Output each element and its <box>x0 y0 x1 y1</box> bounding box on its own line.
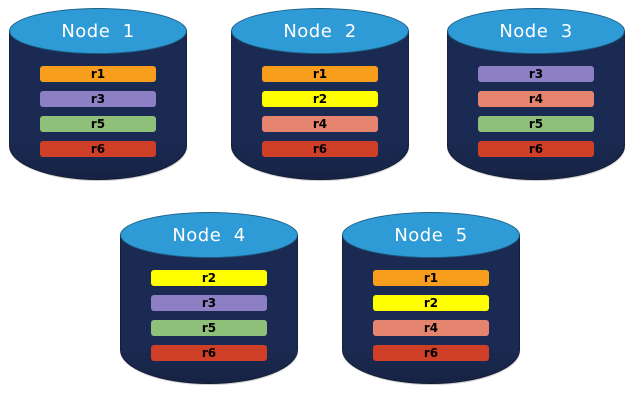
replica-bar-r4[interactable]: r4 <box>373 320 489 336</box>
replica-bar-r2[interactable]: r2 <box>373 295 489 311</box>
replica-bar-r6[interactable]: r6 <box>151 345 267 361</box>
replica-bar-r4[interactable]: r4 <box>478 91 594 107</box>
replica-bar-r3[interactable]: r3 <box>478 66 594 82</box>
database-node-5[interactable]: Node 5 r1 r2 r4 r6 <box>341 212 521 394</box>
node-cylinder-top <box>447 8 625 54</box>
replica-bar-r5[interactable]: r5 <box>478 116 594 132</box>
node-label: Node 4 <box>172 224 246 246</box>
replica-stack: r1 r2 r4 r6 <box>262 66 378 157</box>
node-cylinder-top <box>342 212 520 258</box>
node-label: Node 1 <box>61 20 135 42</box>
node-label: Node 3 <box>499 20 573 42</box>
replica-bar-r1[interactable]: r1 <box>262 66 378 82</box>
replica-bar-r6[interactable]: r6 <box>478 141 594 157</box>
replica-stack: r2 r3 r5 r6 <box>151 270 267 361</box>
replica-stack: r1 r2 r4 r6 <box>373 270 489 361</box>
replica-bar-r6[interactable]: r6 <box>40 141 156 157</box>
replica-bar-r6[interactable]: r6 <box>262 141 378 157</box>
replica-stack: r1 r3 r5 r6 <box>40 66 156 157</box>
node-cylinder-top <box>9 8 187 54</box>
replica-bar-r6[interactable]: r6 <box>373 345 489 361</box>
node-label: Node 5 <box>394 224 468 246</box>
replica-bar-r5[interactable]: r5 <box>40 116 156 132</box>
replica-bar-r5[interactable]: r5 <box>151 320 267 336</box>
replica-bar-r3[interactable]: r3 <box>40 91 156 107</box>
replica-bar-r2[interactable]: r2 <box>262 91 378 107</box>
database-node-4[interactable]: Node 4 r2 r3 r5 r6 <box>119 212 299 394</box>
replica-bar-r1[interactable]: r1 <box>373 270 489 286</box>
replica-bar-r1[interactable]: r1 <box>40 66 156 82</box>
replica-bar-r2[interactable]: r2 <box>151 270 267 286</box>
replica-bar-r4[interactable]: r4 <box>262 116 378 132</box>
replica-bar-r3[interactable]: r3 <box>151 295 267 311</box>
node-cylinder-top <box>120 212 298 258</box>
node-cylinder-top <box>231 8 409 54</box>
database-node-3[interactable]: Node 3 r3 r4 r5 r6 <box>446 8 626 190</box>
replica-stack: r3 r4 r5 r6 <box>478 66 594 157</box>
node-label: Node 2 <box>283 20 357 42</box>
database-node-2[interactable]: Node 2 r1 r2 r4 r6 <box>230 8 410 190</box>
database-node-1[interactable]: Node 1 r1 r3 r5 r6 <box>8 8 188 190</box>
